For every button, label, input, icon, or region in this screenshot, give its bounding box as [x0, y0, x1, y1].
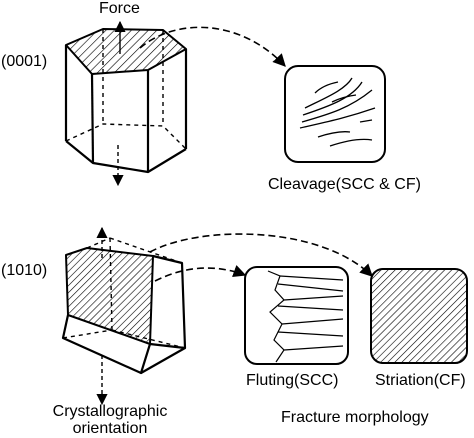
- striation-caption: Striation(CF): [375, 372, 466, 389]
- fluting-caption: Fluting(SCC): [246, 372, 339, 389]
- cleavage-panel: [284, 65, 386, 163]
- hex-prism-prismatic: [61, 237, 187, 375]
- force-label: Force: [99, 0, 140, 17]
- connector-fluting: [154, 265, 247, 282]
- connector-cleavage: [139, 26, 286, 67]
- plane-label-0001: (0001): [1, 53, 48, 70]
- plane-label-1010: (1010): [1, 262, 48, 279]
- striation-panel: [370, 268, 468, 364]
- prismatic-plane-face: [65, 247, 154, 345]
- force-arrow-top: [112, 20, 126, 187]
- fluting-panel: [244, 266, 349, 365]
- cleavage-caption: Cleavage(SCC & CF): [268, 176, 421, 193]
- fracture-morphology-label: Fracture morphology: [281, 409, 429, 426]
- crystallographic-line1: Crystallographic: [52, 403, 168, 420]
- hex-prism-basal: [64, 28, 188, 174]
- crystallographic-line2: orientation: [72, 420, 148, 437]
- crystallographic-orientation-label: Crystallographic orientation: [40, 403, 180, 437]
- connector-striation: [149, 233, 373, 277]
- basal-plane-face: [65, 28, 187, 75]
